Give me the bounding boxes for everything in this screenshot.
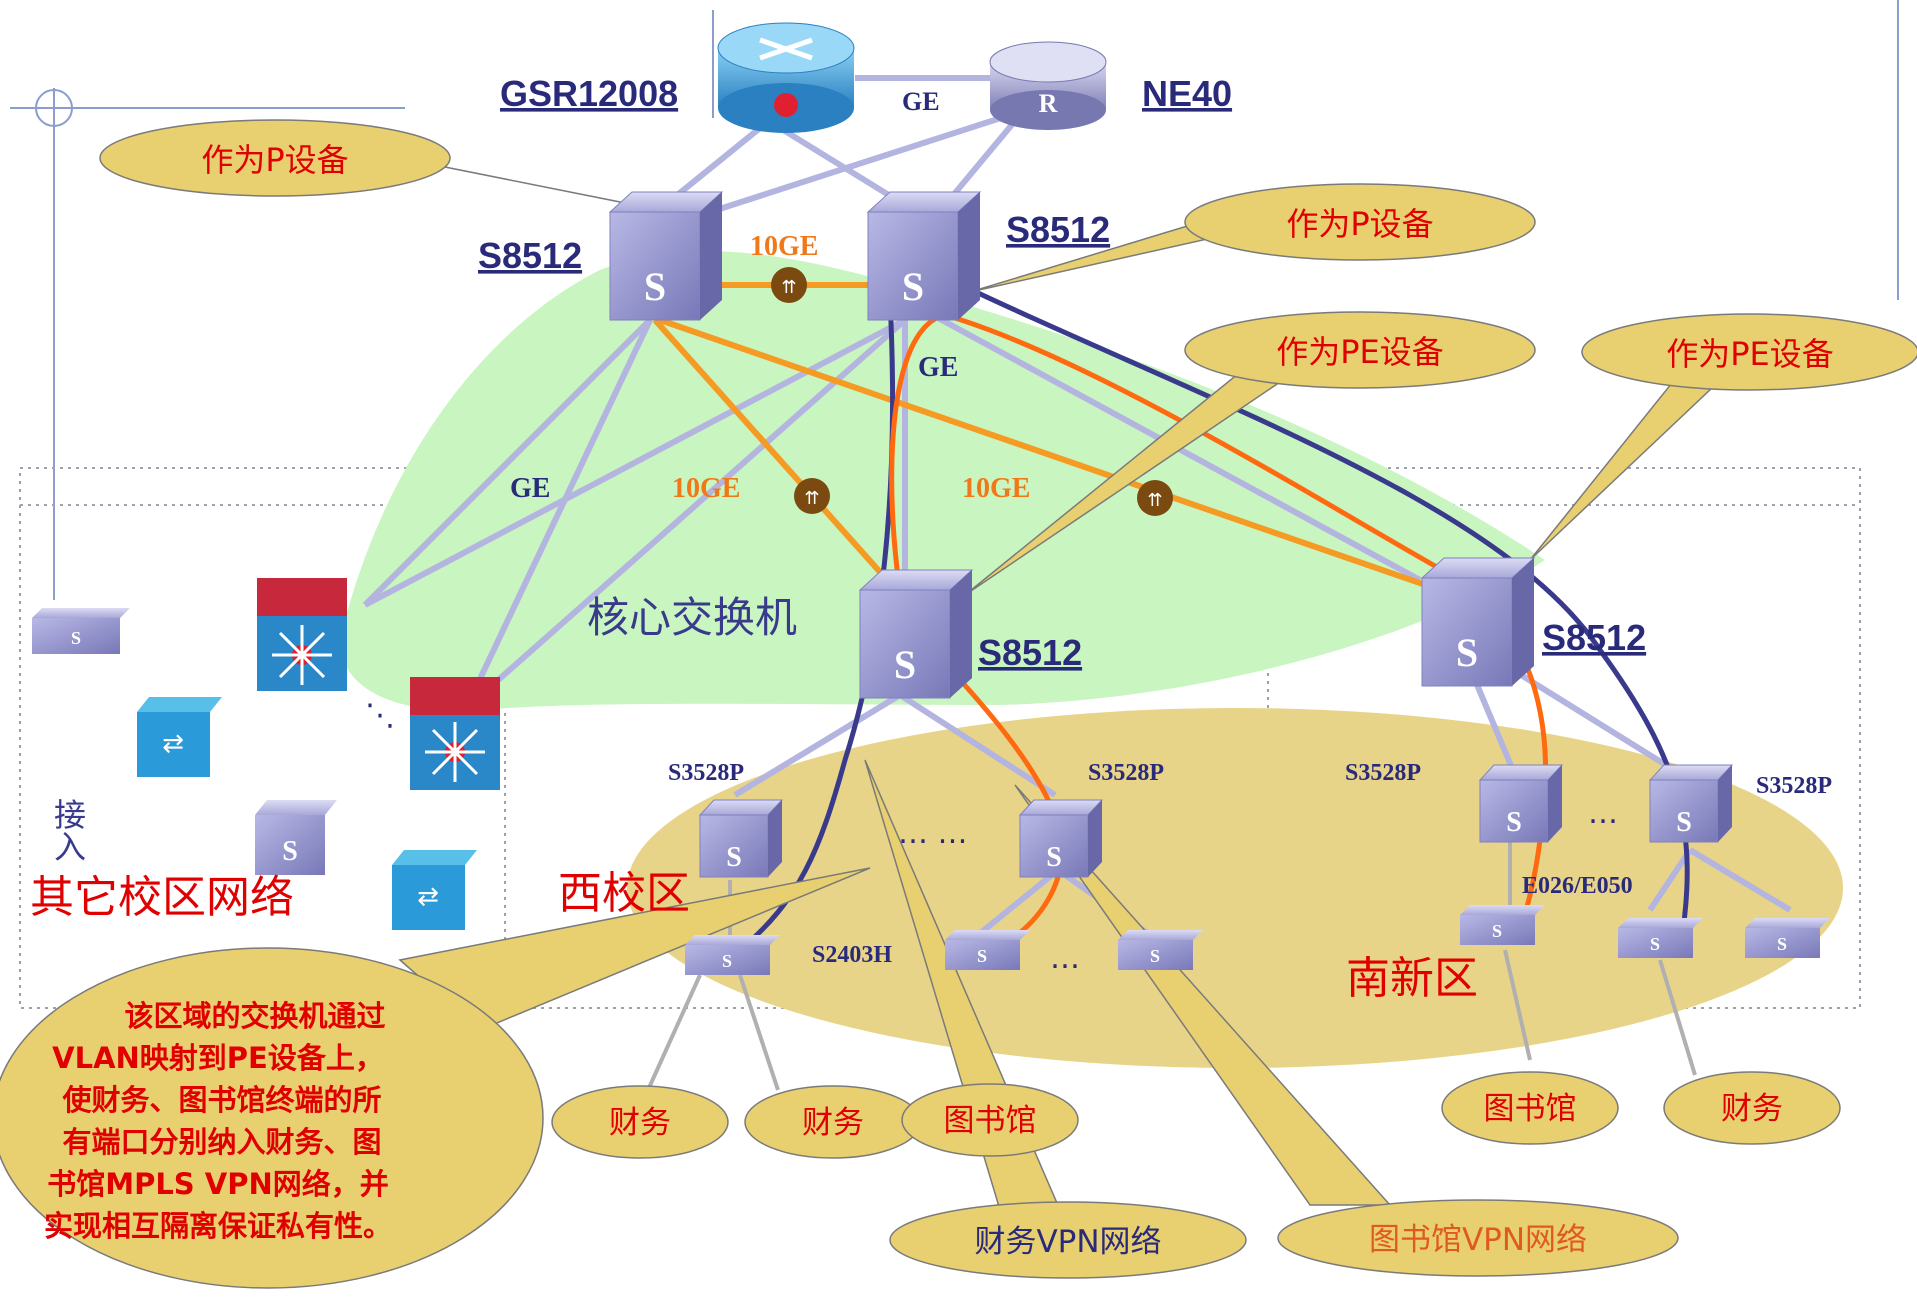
core-area [340, 251, 1545, 711]
vlan-note-line: 实现相互隔离保证私有性。 [44, 1209, 392, 1243]
workgroup-switch-icon: ⇄ [137, 697, 222, 777]
finance-terminal: 财务 [802, 1105, 864, 1141]
svg-text:S: S [1456, 630, 1478, 675]
s8512-switch-icon: S [866, 191, 982, 321]
other-campus-label: 其它校区网络 [30, 872, 294, 923]
p-device-callout: 作为P设备 [201, 141, 348, 179]
svg-text:S: S [722, 951, 732, 971]
s8512-label: S8512 [478, 235, 582, 276]
svg-text:S: S [1777, 934, 1787, 954]
access-label: 接入 [49, 798, 87, 862]
ellipsis-dots: … [1588, 796, 1618, 831]
svg-text:S: S [1492, 921, 1502, 941]
s3528p-switch-icon: S [1478, 764, 1564, 843]
svg-text:S: S [726, 842, 742, 873]
vlan-note-line: VLAN映射到PE设备上， [52, 1041, 384, 1075]
gsr-label: GSR12008 [500, 73, 678, 114]
tenge-label: 10GE [672, 473, 740, 504]
port-label: E026/E050 [1522, 873, 1633, 899]
s3528p-switch-icon: S [1018, 799, 1104, 878]
ge-label: GE [510, 473, 550, 504]
callout-bubbles [0, 119, 1917, 1289]
svg-text:⇈: ⇈ [804, 488, 819, 509]
ge-label: GE [902, 87, 940, 116]
library-vpn-callout: 图书馆VPN网络 [1369, 1222, 1587, 1258]
access-text: 接入 [49, 798, 87, 862]
svg-text:S: S [1650, 934, 1660, 954]
multilayer-switch-icon [410, 677, 500, 790]
svg-text:⇈: ⇈ [781, 277, 796, 298]
svg-text:S: S [1046, 842, 1062, 873]
library-terminal: 图书馆 [944, 1103, 1037, 1139]
vlan-note-line: 该区域的交换机通过 [124, 999, 385, 1033]
terminal-labels: 财务 财务 图书馆 图书馆 财务 [609, 1091, 1783, 1141]
svg-text:⇄: ⇄ [162, 729, 184, 759]
tenge-label: 10GE [962, 473, 1030, 504]
ellipsis-dots: … [1050, 941, 1080, 976]
vlan-note-callout: 该区域的交换机通过 VLAN映射到PE设备上， 使财务、图书馆终端的所 有端口分… [44, 999, 392, 1243]
multilayer-switch-icon [257, 578, 347, 691]
s8512-label: S8512 [1542, 617, 1646, 658]
vlan-note-line: 有端口分别纳入财务、图 [62, 1125, 381, 1159]
svg-text:S: S [1150, 946, 1160, 966]
s2403h-label: S2403H [812, 942, 892, 968]
svg-text:S: S [1676, 807, 1692, 838]
s8512-switch-icon: S [1420, 557, 1536, 687]
vlan-note-line: 书馆MPLS VPN网络，并 [47, 1167, 389, 1201]
svg-text:S: S [282, 836, 298, 867]
s8512-label: S8512 [1006, 209, 1110, 250]
svg-text:S: S [977, 946, 987, 966]
west-campus-label: 西校区 [558, 868, 690, 919]
pe-device-callout: 作为PE设备 [1666, 335, 1834, 373]
svg-text:S: S [902, 264, 924, 309]
access-switch-icon: S S S S S S S S [32, 608, 1830, 975]
finance-terminal: 财务 [1721, 1091, 1783, 1127]
callout-tails [398, 157, 1752, 1211]
s3528p-label: S3528P [1088, 760, 1164, 786]
s8512-label: S8512 [978, 632, 1082, 673]
ellipsis-dots: … … [898, 816, 968, 851]
svg-text:S: S [71, 628, 81, 648]
svg-text:⇈: ⇈ [1147, 490, 1162, 511]
ne40-router-icon: R [989, 41, 1107, 130]
s3528p-switch-icon: S [1648, 764, 1734, 843]
p-device-callout: 作为P设备 [1286, 205, 1433, 243]
svg-text:⇄: ⇄ [417, 882, 439, 912]
tenge-markers: ⇈ ⇈ ⇈ [771, 267, 1173, 516]
south-campus-label: 南新区 [1346, 953, 1478, 1004]
svg-text:R: R [1039, 89, 1058, 118]
ge-label: GE [918, 352, 958, 383]
finance-terminal: 财务 [609, 1105, 671, 1141]
s8512-switch-icon: S [608, 191, 724, 321]
pe-device-callout: 作为PE设备 [1276, 333, 1444, 371]
s3528p-label: S3528P [1345, 760, 1421, 786]
tenge-label: 10GE [750, 231, 818, 262]
library-terminal: 图书馆 [1484, 1091, 1577, 1127]
ellipsis-dots: ⋱ [365, 698, 395, 733]
workgroup-switch-icon: ⇄ [392, 850, 477, 930]
finance-vpn-callout: 财务VPN网络 [974, 1224, 1161, 1260]
ne40-label: NE40 [1142, 73, 1232, 114]
svg-text:S: S [894, 642, 916, 687]
s3528p-switch-icon: S [698, 799, 784, 878]
s3528p-label: S3528P [1756, 773, 1832, 799]
core-area-label: 核心交换机 [587, 593, 797, 642]
gsr-router-icon [717, 22, 855, 133]
vlan-note-line: 使财务、图书馆终端的所 [61, 1083, 381, 1117]
s3528p-label: S3528P [668, 760, 744, 786]
svg-text:S: S [644, 264, 666, 309]
svg-text:S: S [1506, 807, 1522, 838]
s8512-switch-icon: S [858, 569, 974, 699]
ge-links [362, 75, 1792, 938]
